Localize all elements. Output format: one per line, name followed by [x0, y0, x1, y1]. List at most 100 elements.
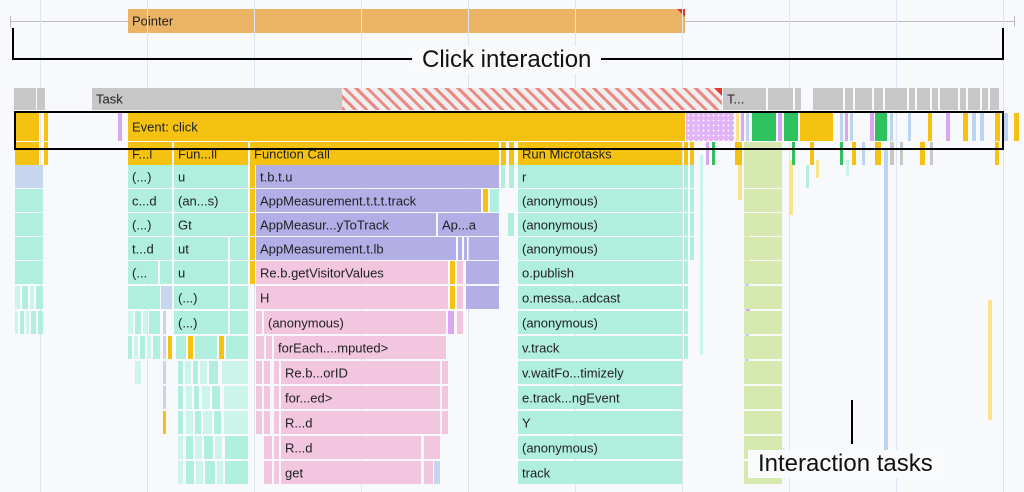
flame-sliver[interactable]: [980, 113, 984, 141]
flame-block[interactable]: v.waitFo...timizely: [518, 361, 682, 384]
flame-sliver[interactable]: [963, 113, 968, 141]
flame-sliver[interactable]: [186, 436, 193, 459]
background-sliver[interactable]: [738, 160, 742, 200]
flame-sliver[interactable]: [972, 113, 976, 141]
flame-sliver[interactable]: [928, 113, 932, 141]
background-sliver[interactable]: [988, 300, 992, 420]
flame-sliver[interactable]: [706, 142, 709, 165]
flame-sliver[interactable]: [186, 411, 193, 434]
flame-block[interactable]: get: [281, 461, 421, 484]
flame-sliver[interactable]: [219, 336, 224, 359]
flame-sliver[interactable]: [36, 286, 43, 309]
flame-sliver[interactable]: [744, 189, 782, 212]
flame-block[interactable]: t.b.t.u: [256, 165, 499, 188]
flame-block[interactable]: AppMeasurement.t.t.t.track: [256, 189, 481, 212]
flame-sliver[interactable]: [178, 411, 183, 434]
flame-block[interactable]: (anonymous): [518, 237, 682, 260]
flame-sliver[interactable]: [168, 336, 172, 359]
flame-sliver[interactable]: [230, 261, 248, 284]
flame-sliver[interactable]: [920, 142, 925, 165]
flame-sliver[interactable]: [509, 165, 514, 188]
flame-sliver[interactable]: [224, 411, 248, 434]
flame-block[interactable]: v.track: [518, 336, 682, 359]
flame-sliver[interactable]: [457, 261, 463, 284]
flame-sliver[interactable]: [840, 113, 843, 141]
flame-sliver[interactable]: [38, 311, 43, 334]
flame-sliver[interactable]: [256, 386, 262, 409]
flame-sliver[interactable]: [202, 386, 210, 409]
flame-sliver[interactable]: [684, 165, 688, 188]
flame-sliver[interactable]: [469, 237, 499, 260]
flame-block[interactable]: u: [174, 261, 228, 284]
flame-sliver[interactable]: [684, 142, 688, 165]
flame-sliver[interactable]: [230, 311, 248, 334]
flame-sliver[interactable]: [784, 113, 798, 141]
flame-sliver[interactable]: [163, 411, 166, 434]
flame-sliver[interactable]: [690, 213, 694, 236]
flame-sliver[interactable]: [684, 311, 688, 334]
flame-sliver[interactable]: [434, 461, 440, 484]
flame-sliver[interactable]: [690, 189, 694, 212]
flame-sliver[interactable]: [264, 436, 272, 459]
flame-sliver[interactable]: [161, 286, 172, 309]
task-block[interactable]: [37, 88, 45, 110]
flame-sliver[interactable]: [274, 461, 279, 484]
flame-sliver[interactable]: [850, 113, 853, 141]
flame-sliver[interactable]: [736, 113, 739, 141]
flame-sliver[interactable]: [163, 311, 166, 334]
task-block[interactable]: [932, 88, 938, 110]
flame-sliver[interactable]: [746, 113, 749, 141]
flame-block[interactable]: (anonymous): [518, 311, 682, 334]
flame-sliver[interactable]: [250, 213, 255, 236]
flame-sliver[interactable]: [256, 361, 262, 384]
flame-sliver[interactable]: [128, 311, 133, 334]
task-block[interactable]: [795, 88, 801, 110]
flame-sliver[interactable]: [22, 286, 28, 309]
flame-sliver[interactable]: [684, 189, 688, 212]
flame-sliver[interactable]: [442, 386, 448, 409]
background-sliver[interactable]: [816, 160, 819, 178]
flame-sliver[interactable]: [178, 461, 183, 484]
task-block[interactable]: [855, 88, 872, 110]
flame-sliver[interactable]: [15, 237, 43, 260]
flame-sliver[interactable]: [806, 165, 809, 188]
flame-block[interactable]: AppMeasurement.t.lb: [256, 237, 456, 260]
pointer-bar[interactable]: Pointer: [128, 9, 685, 33]
flame-block[interactable]: u: [174, 165, 248, 188]
flame-block[interactable]: R...d: [281, 436, 421, 459]
flame-sliver[interactable]: [840, 142, 843, 165]
flame-block[interactable]: (anonymous): [518, 189, 682, 212]
flame-sliver[interactable]: [690, 142, 694, 165]
flame-sliver[interactable]: [225, 461, 248, 484]
flame-sliver[interactable]: [15, 142, 39, 165]
flame-block[interactable]: AppMeasur...yToTrack: [256, 213, 436, 236]
flame-sliver[interactable]: [930, 142, 933, 165]
flame-sliver[interactable]: [163, 386, 166, 409]
flame-sliver[interactable]: [457, 311, 463, 334]
flame-sliver[interactable]: [274, 361, 279, 384]
flame-sliver[interactable]: [684, 261, 688, 284]
flame-sliver[interactable]: [684, 213, 688, 236]
flame-sliver[interactable]: [193, 361, 198, 384]
flame-block[interactable]: (...: [128, 261, 158, 284]
flame-sliver[interactable]: [501, 165, 505, 188]
flame-sliver[interactable]: [30, 286, 34, 309]
flame-sliver[interactable]: [140, 336, 145, 359]
flame-sliver[interactable]: [995, 142, 999, 165]
flame-block[interactable]: (...): [128, 213, 172, 236]
flame-sliver[interactable]: [424, 461, 433, 484]
flame-sliver[interactable]: [744, 311, 782, 334]
flame-sliver[interactable]: [250, 165, 255, 188]
flame-sliver[interactable]: [686, 113, 734, 141]
flame-sliver[interactable]: [26, 311, 29, 334]
flame-block[interactable]: forEach....mputed>: [274, 336, 446, 359]
flame-sliver[interactable]: [224, 386, 248, 409]
flame-sliver[interactable]: [215, 436, 222, 459]
task-block[interactable]: [845, 88, 853, 110]
flame-sliver[interactable]: [690, 165, 694, 188]
flame-sliver[interactable]: [800, 113, 833, 141]
flame-sliver[interactable]: [274, 386, 279, 409]
flame-sliver[interactable]: [178, 361, 183, 384]
flame-sliver[interactable]: [875, 142, 881, 165]
flame-block[interactable]: o.messa...adcast: [518, 286, 682, 309]
